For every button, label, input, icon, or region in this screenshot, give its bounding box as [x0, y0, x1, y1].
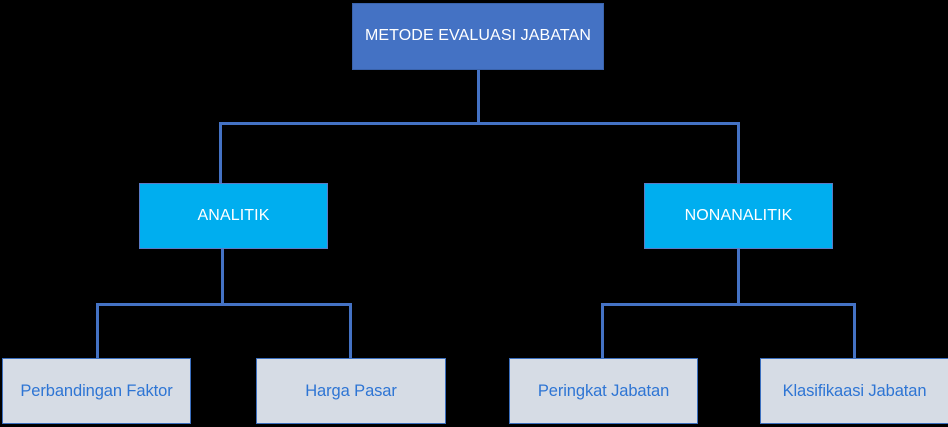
node-analitik[interactable]: ANALITIK — [139, 183, 328, 249]
connector-analitik-stem — [221, 249, 224, 305]
node-nonanalitik[interactable]: NONANALITIK — [644, 183, 833, 249]
connector-analitik-bar — [96, 303, 352, 306]
node-label: Perbandingan Faktor — [20, 381, 173, 400]
node-label: Klasifikaasi Jabatan — [782, 381, 927, 400]
node-label: Harga Pasar — [305, 381, 397, 400]
node-label: ANALITIK — [197, 206, 270, 224]
connector-to-analitik — [219, 122, 222, 184]
connector-to-perbandingan-faktor — [96, 303, 99, 360]
connector-to-nonanalitik — [737, 122, 740, 184]
node-label: Peringkat Jabatan — [537, 381, 670, 400]
connector-root-stem — [477, 70, 480, 124]
connector-level2-bar — [219, 122, 740, 125]
node-peringkat-jabatan[interactable]: Peringkat Jabatan — [509, 358, 698, 424]
node-label: METODE EVALUASI JABATAN — [364, 27, 592, 45]
node-label: NONANALITIK — [684, 206, 793, 224]
node-metode-evaluasi-jabatan[interactable]: METODE EVALUASI JABATAN — [352, 3, 604, 70]
node-harga-pasar[interactable]: Harga Pasar — [256, 358, 446, 424]
connector-to-klasifikaasi-jabatan — [853, 303, 856, 360]
node-perbandingan-faktor[interactable]: Perbandingan Faktor — [2, 358, 191, 424]
connector-to-peringkat-jabatan — [601, 303, 604, 360]
connector-nonanalitik-bar — [601, 303, 856, 306]
connector-nonanalitik-stem — [737, 249, 740, 305]
node-klasifikaasi-jabatan[interactable]: Klasifikaasi Jabatan — [760, 358, 948, 424]
connector-to-harga-pasar — [349, 303, 352, 360]
